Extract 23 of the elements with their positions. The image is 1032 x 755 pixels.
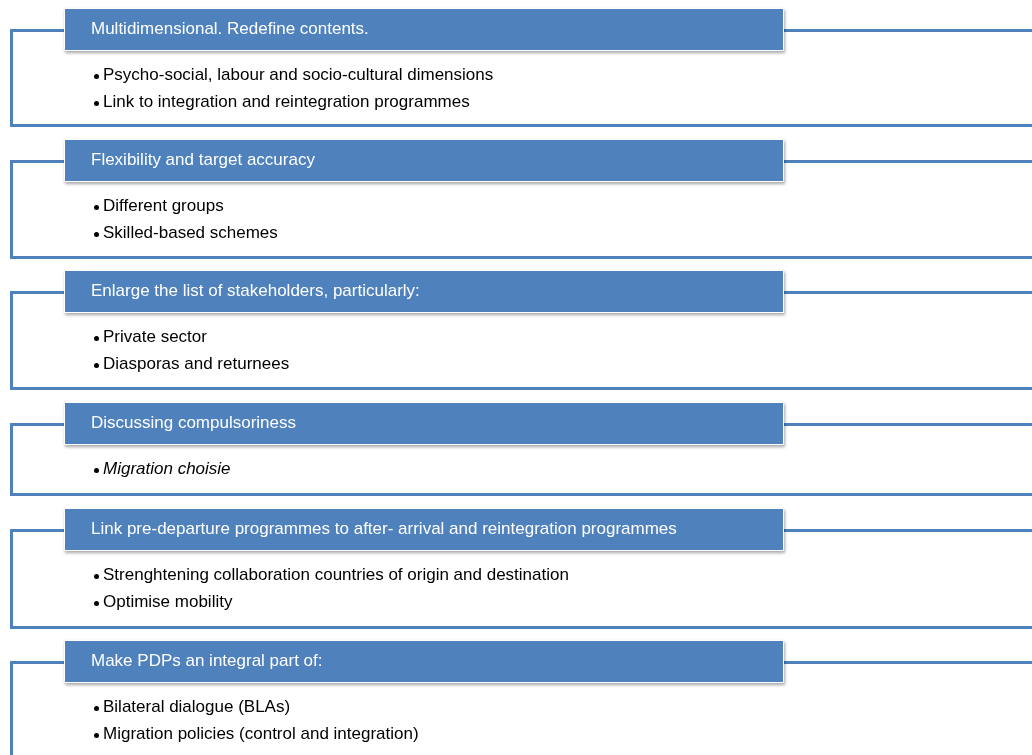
header-box xyxy=(64,508,784,551)
bullet-text: Bilateral dialogue (BLAs) xyxy=(103,697,291,717)
header-text: Discussing compulsoriness xyxy=(91,414,297,433)
header-box xyxy=(64,640,784,683)
bullet-text: Psycho-social, labour and socio-cultural dimensions xyxy=(103,65,494,85)
header-box xyxy=(64,270,784,313)
bullet-text: Migration choisie xyxy=(103,459,231,479)
bullet-text: Optimise mobility xyxy=(103,592,233,612)
bullet-text: Link to integration and reintegration programmes xyxy=(103,92,470,112)
bullet-text: Different groups xyxy=(103,196,224,216)
bullet-text: Private sector xyxy=(103,327,207,347)
header-box xyxy=(64,8,784,51)
bullet-text: Strenghtening collaboration countries of origin and destination xyxy=(103,565,569,585)
header-text: Link pre-departure programmes to after- arrival and reintegration programmes xyxy=(91,520,677,539)
header-box xyxy=(64,139,784,182)
header-box xyxy=(64,402,784,445)
bullet-text: Diasporas and returnees xyxy=(103,354,290,374)
header-text: Multidimensional. Redefine contents. xyxy=(91,20,369,39)
header-text: Flexibility and target accuracy xyxy=(91,151,315,170)
header-text: Enlarge the list of stakeholders, particularly: xyxy=(91,282,420,301)
bullet-text: Skilled-based schemes xyxy=(103,223,278,243)
header-text: Make PDPs an integral part of: xyxy=(91,652,323,671)
bullet-text: Migration policies (control and integration) xyxy=(103,724,419,744)
